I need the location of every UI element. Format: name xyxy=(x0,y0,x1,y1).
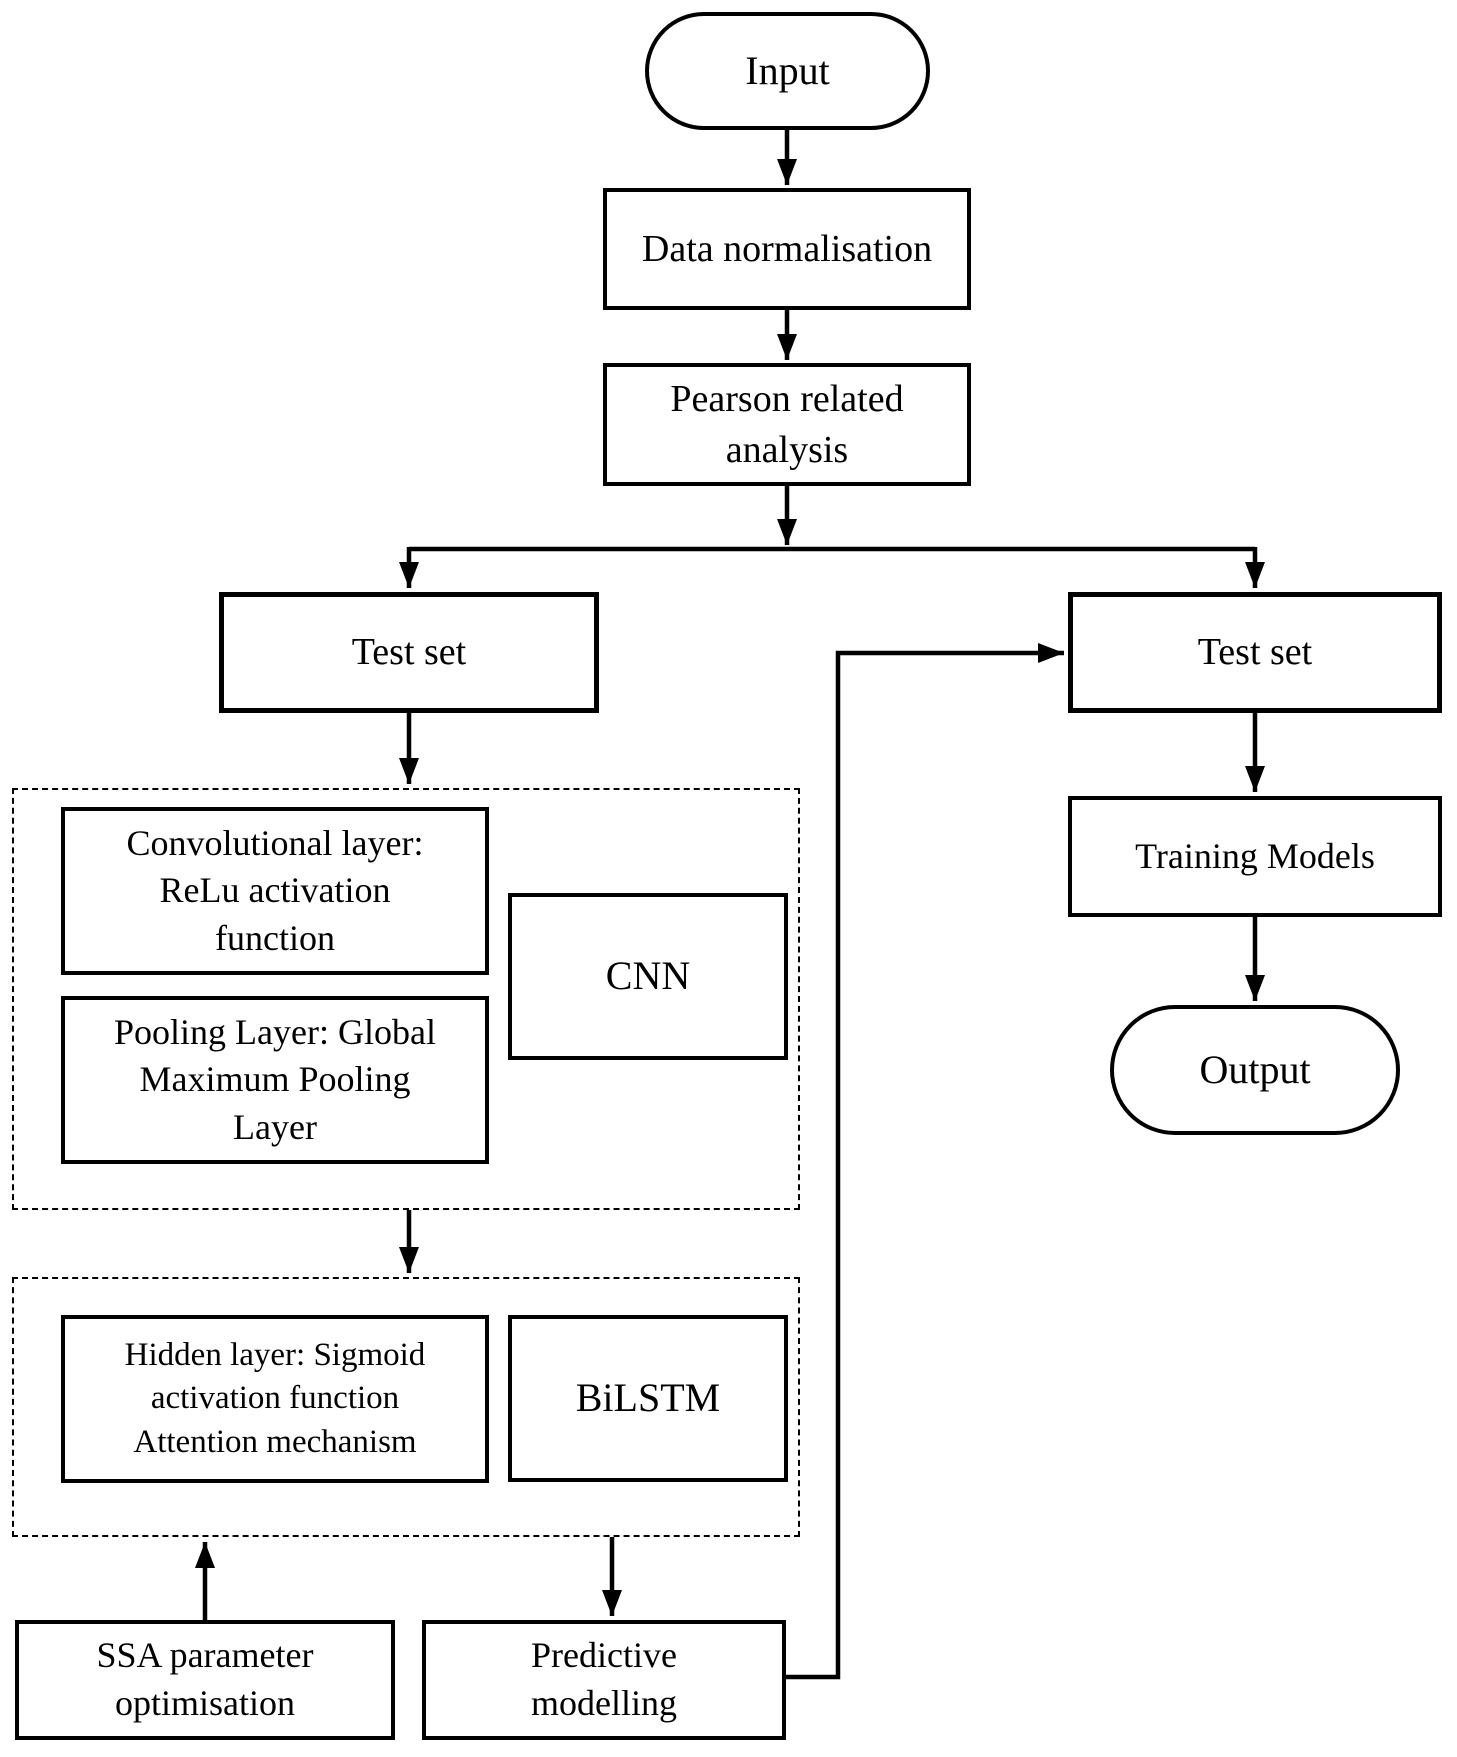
hidden-layer-label: Hidden layer: Sigmoid activation functio… xyxy=(124,1336,426,1460)
training-models-label: Training Models xyxy=(1135,835,1375,876)
output-label: Output xyxy=(1199,1046,1311,1092)
ssa-label: SSA parameter optimisation xyxy=(96,1635,314,1723)
predictive-modelling-label: Predictive modelling xyxy=(531,1635,677,1723)
pooling-layer-label: Pooling Layer: Global Maximum Pooling La… xyxy=(114,1011,436,1147)
edge-predictive-to-test-set-right xyxy=(786,643,1064,1680)
node-convolutional-layer: Convolutional layer: ReLu activation fun… xyxy=(61,807,489,975)
node-training-models: Training Models xyxy=(1068,796,1442,917)
pearson-analysis-label: Pearson related analysis xyxy=(670,378,904,471)
node-test-set-right: Test set xyxy=(1068,592,1442,713)
node-hidden-layer: Hidden layer: Sigmoid activation functio… xyxy=(61,1315,489,1483)
node-bilstm: BiLSTM xyxy=(508,1315,788,1482)
node-output: Output xyxy=(1110,1005,1400,1135)
test-set-right-label: Test set xyxy=(1197,631,1313,674)
node-input: Input xyxy=(645,12,930,130)
node-pooling-layer: Pooling Layer: Global Maximum Pooling La… xyxy=(61,996,489,1164)
data-normalisation-label: Data normalisation xyxy=(641,227,933,270)
test-set-left-label: Test set xyxy=(351,631,467,674)
input-label: Input xyxy=(745,47,830,93)
node-predictive-modelling: Predictive modelling xyxy=(422,1620,786,1740)
node-ssa-parameter-optimisation: SSA parameter optimisation xyxy=(15,1620,395,1740)
convolutional-layer-label: Convolutional layer: ReLu activation fun… xyxy=(126,822,424,958)
node-cnn: CNN xyxy=(508,893,788,1060)
cnn-label: CNN xyxy=(605,953,691,999)
cnn-group-outline xyxy=(12,788,800,1210)
bilstm-group-outline xyxy=(12,1277,800,1537)
node-pearson-analysis: Pearson related analysis xyxy=(603,363,971,486)
bilstm-label: BiLSTM xyxy=(575,1375,721,1421)
node-test-set-left: Test set xyxy=(219,592,599,713)
node-data-normalisation: Data normalisation xyxy=(603,188,971,310)
